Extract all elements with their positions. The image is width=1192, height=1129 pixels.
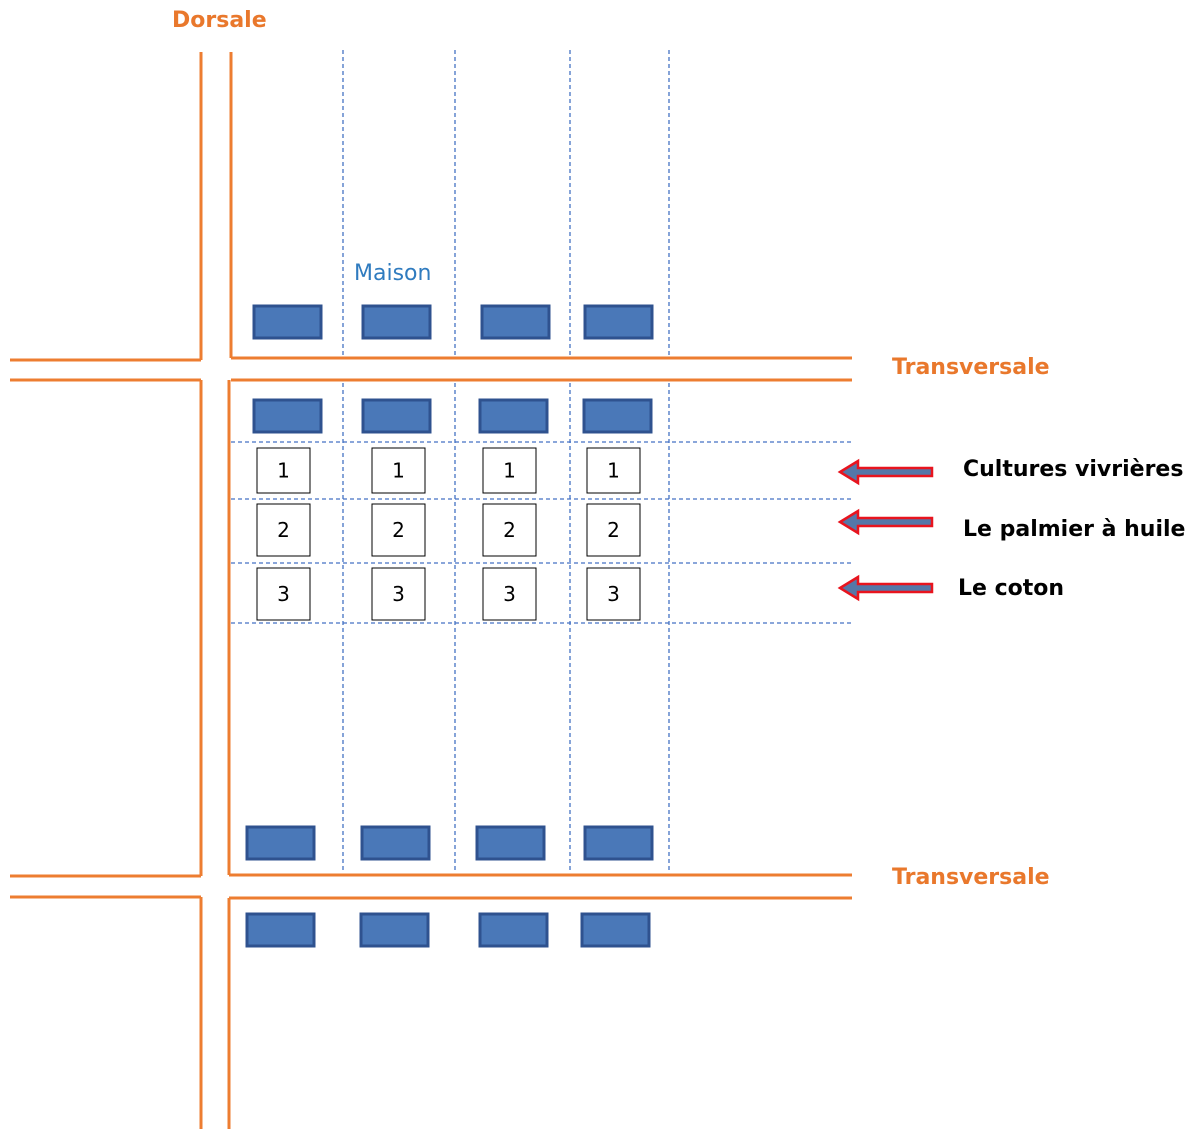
plot-box: [586, 447, 641, 494]
house-rectangle-icon: [361, 304, 432, 340]
plot-box: [371, 447, 426, 494]
plot-1-col-2: 1: [371, 447, 426, 494]
plot-1-col-4: 1: [586, 447, 641, 494]
plot-box: [256, 447, 311, 494]
plot-box: [482, 567, 537, 621]
legend-label-2: Le palmier à huile: [963, 517, 1185, 542]
plot-3-col-4: 3: [586, 567, 641, 621]
plot-3-col-2: 3: [371, 567, 426, 621]
plot-box: [482, 503, 537, 557]
dorsale-label: Dorsale: [172, 8, 267, 33]
house-rectangle-icon: [480, 304, 551, 340]
plot-box: [482, 447, 537, 494]
maison-label: Maison: [354, 261, 431, 286]
plot-number: 3: [607, 582, 620, 606]
grid-lines: [231, 50, 852, 872]
house-rectangle-icon: [245, 912, 316, 948]
left-arrow-icon: [837, 574, 934, 602]
plot-number: 2: [607, 518, 620, 542]
house-rectangle-icon: [478, 398, 549, 434]
house-rectangle-icon: [361, 398, 432, 434]
plot-box: [371, 503, 426, 557]
plot-number: 2: [392, 518, 405, 542]
plot-1-col-3: 1: [482, 447, 537, 494]
left-arrow-icon: [837, 458, 934, 486]
plot-2-col-3: 2: [482, 503, 537, 557]
plot-box: [371, 567, 426, 621]
plot-number: 1: [277, 459, 290, 483]
plot-3-col-1: 3: [256, 567, 311, 621]
legend-label-1: Cultures vivrières: [963, 457, 1183, 482]
plot-number: 2: [277, 518, 290, 542]
plot-box: [256, 503, 311, 557]
legend-label-3: Le coton: [958, 576, 1064, 601]
plot-number: 3: [503, 582, 516, 606]
plot-box: [586, 567, 641, 621]
house-rectangle-icon: [359, 912, 430, 948]
plot-number: 2: [503, 518, 516, 542]
house-rectangle-icon: [478, 912, 549, 948]
plot-number: 1: [503, 459, 516, 483]
roads: [10, 52, 852, 1129]
house-rectangle-icon: [580, 912, 651, 948]
transversale-label-bottom: Transversale: [892, 865, 1050, 890]
house-rectangle-icon: [583, 825, 654, 861]
houses: [245, 304, 654, 948]
left-arrow-icon: [837, 508, 934, 536]
plot-1-col-1: 1: [256, 447, 311, 494]
plot-number: 3: [392, 582, 405, 606]
plot-2-col-1: 2: [256, 503, 311, 557]
plot-box: [586, 503, 641, 557]
plot-3-col-3: 3: [482, 567, 537, 621]
house-rectangle-icon: [475, 825, 546, 861]
house-rectangle-icon: [252, 304, 323, 340]
house-rectangle-icon: [582, 398, 653, 434]
plot-2-col-2: 2: [371, 503, 426, 557]
house-rectangle-icon: [583, 304, 654, 340]
plot-2-col-4: 2: [586, 503, 641, 557]
house-rectangle-icon: [252, 398, 323, 434]
legend-arrows: [837, 458, 934, 602]
plot-number: 1: [607, 459, 620, 483]
house-rectangle-icon: [360, 825, 431, 861]
plot-box: [256, 567, 311, 621]
plot-number: 1: [392, 459, 405, 483]
transversale-label-top: Transversale: [892, 355, 1050, 380]
house-rectangle-icon: [245, 825, 316, 861]
plots: 1 1 1 1 2 2 2 2 3 3 3 3: [256, 447, 641, 621]
plot-number: 3: [277, 582, 290, 606]
